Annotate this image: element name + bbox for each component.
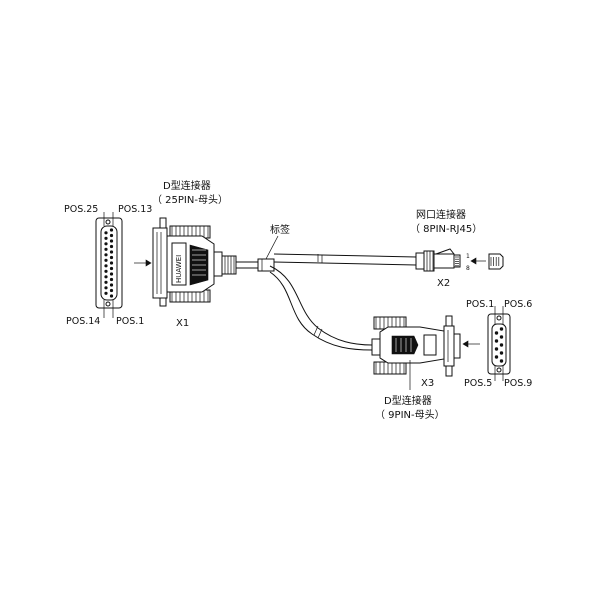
pin — [109, 283, 114, 287]
pin — [104, 236, 108, 240]
x3-insert-arrow-icon — [462, 340, 480, 348]
pin — [109, 239, 114, 243]
x2-insert-arrow-icon — [470, 257, 486, 265]
pin — [104, 291, 108, 295]
x3-pos-bottom-left: POS.5 — [464, 378, 492, 389]
pin — [499, 335, 504, 339]
x1-pos-top-left: POS.25 — [64, 204, 98, 215]
pin — [104, 280, 108, 284]
x1-brand-label: HUAWEI — [175, 255, 183, 283]
x3-pin-face — [487, 306, 511, 381]
pin — [109, 233, 114, 238]
pin — [494, 347, 499, 351]
x3-title: D型连接器 — [384, 394, 432, 407]
pin — [499, 359, 504, 363]
x3-spec: （ 9PIN-母头） — [375, 409, 445, 421]
pin — [104, 264, 108, 268]
pin — [109, 244, 114, 249]
x3-connector-body — [371, 315, 461, 377]
x1-spec: （ 25PIN-母头） — [152, 194, 228, 206]
pin — [109, 277, 114, 282]
pin — [494, 355, 499, 359]
pin — [104, 253, 108, 257]
x3-pos-top-right: POS.6 — [504, 299, 532, 310]
x1-connector-body — [152, 217, 237, 307]
pin — [109, 250, 114, 254]
pin — [109, 266, 114, 271]
x1-insert-arrow-icon — [134, 259, 152, 267]
cable-to-x3 — [269, 265, 373, 351]
x1-title: D型连接器 — [163, 179, 211, 192]
pin — [499, 343, 504, 347]
pin — [109, 272, 114, 276]
x2-tag: X2 — [437, 278, 450, 289]
pin — [499, 327, 504, 331]
cable-to-x2 — [236, 235, 417, 272]
x3-pos-bottom-right: POS.9 — [504, 378, 532, 389]
x2-pin-first: 1 — [466, 253, 470, 260]
x1-pos-top-right: POS.13 — [118, 204, 152, 215]
x1-tag: X1 — [176, 318, 189, 329]
x3-pos-top-left: POS.1 — [466, 299, 494, 310]
x2-plug-face — [488, 253, 504, 270]
pin — [109, 294, 114, 298]
x2-title: 网口连接器 — [416, 208, 466, 221]
pin — [104, 269, 108, 273]
pin — [104, 275, 108, 279]
pin — [109, 255, 114, 260]
pin — [109, 228, 114, 232]
pin — [494, 339, 499, 343]
pin — [109, 288, 114, 293]
x2-rj45-plug — [415, 248, 461, 272]
pin — [499, 351, 504, 355]
cable-label-tag: 标签 — [270, 223, 290, 236]
pin — [104, 242, 108, 246]
x2-pin-last: 8 — [466, 265, 470, 272]
x2-spec: （ 8PIN-RJ45） — [410, 223, 482, 235]
x1-pos-bottom-left: POS.14 — [66, 316, 100, 327]
pin — [104, 231, 108, 235]
pin — [104, 247, 108, 251]
pin — [109, 261, 114, 265]
pin — [104, 258, 108, 262]
x1-pin-face — [95, 212, 123, 318]
x1-pos-bottom-right: POS.1 — [116, 316, 144, 327]
x3-tag: X3 — [421, 378, 434, 389]
pin — [104, 286, 108, 290]
pin — [494, 331, 499, 335]
